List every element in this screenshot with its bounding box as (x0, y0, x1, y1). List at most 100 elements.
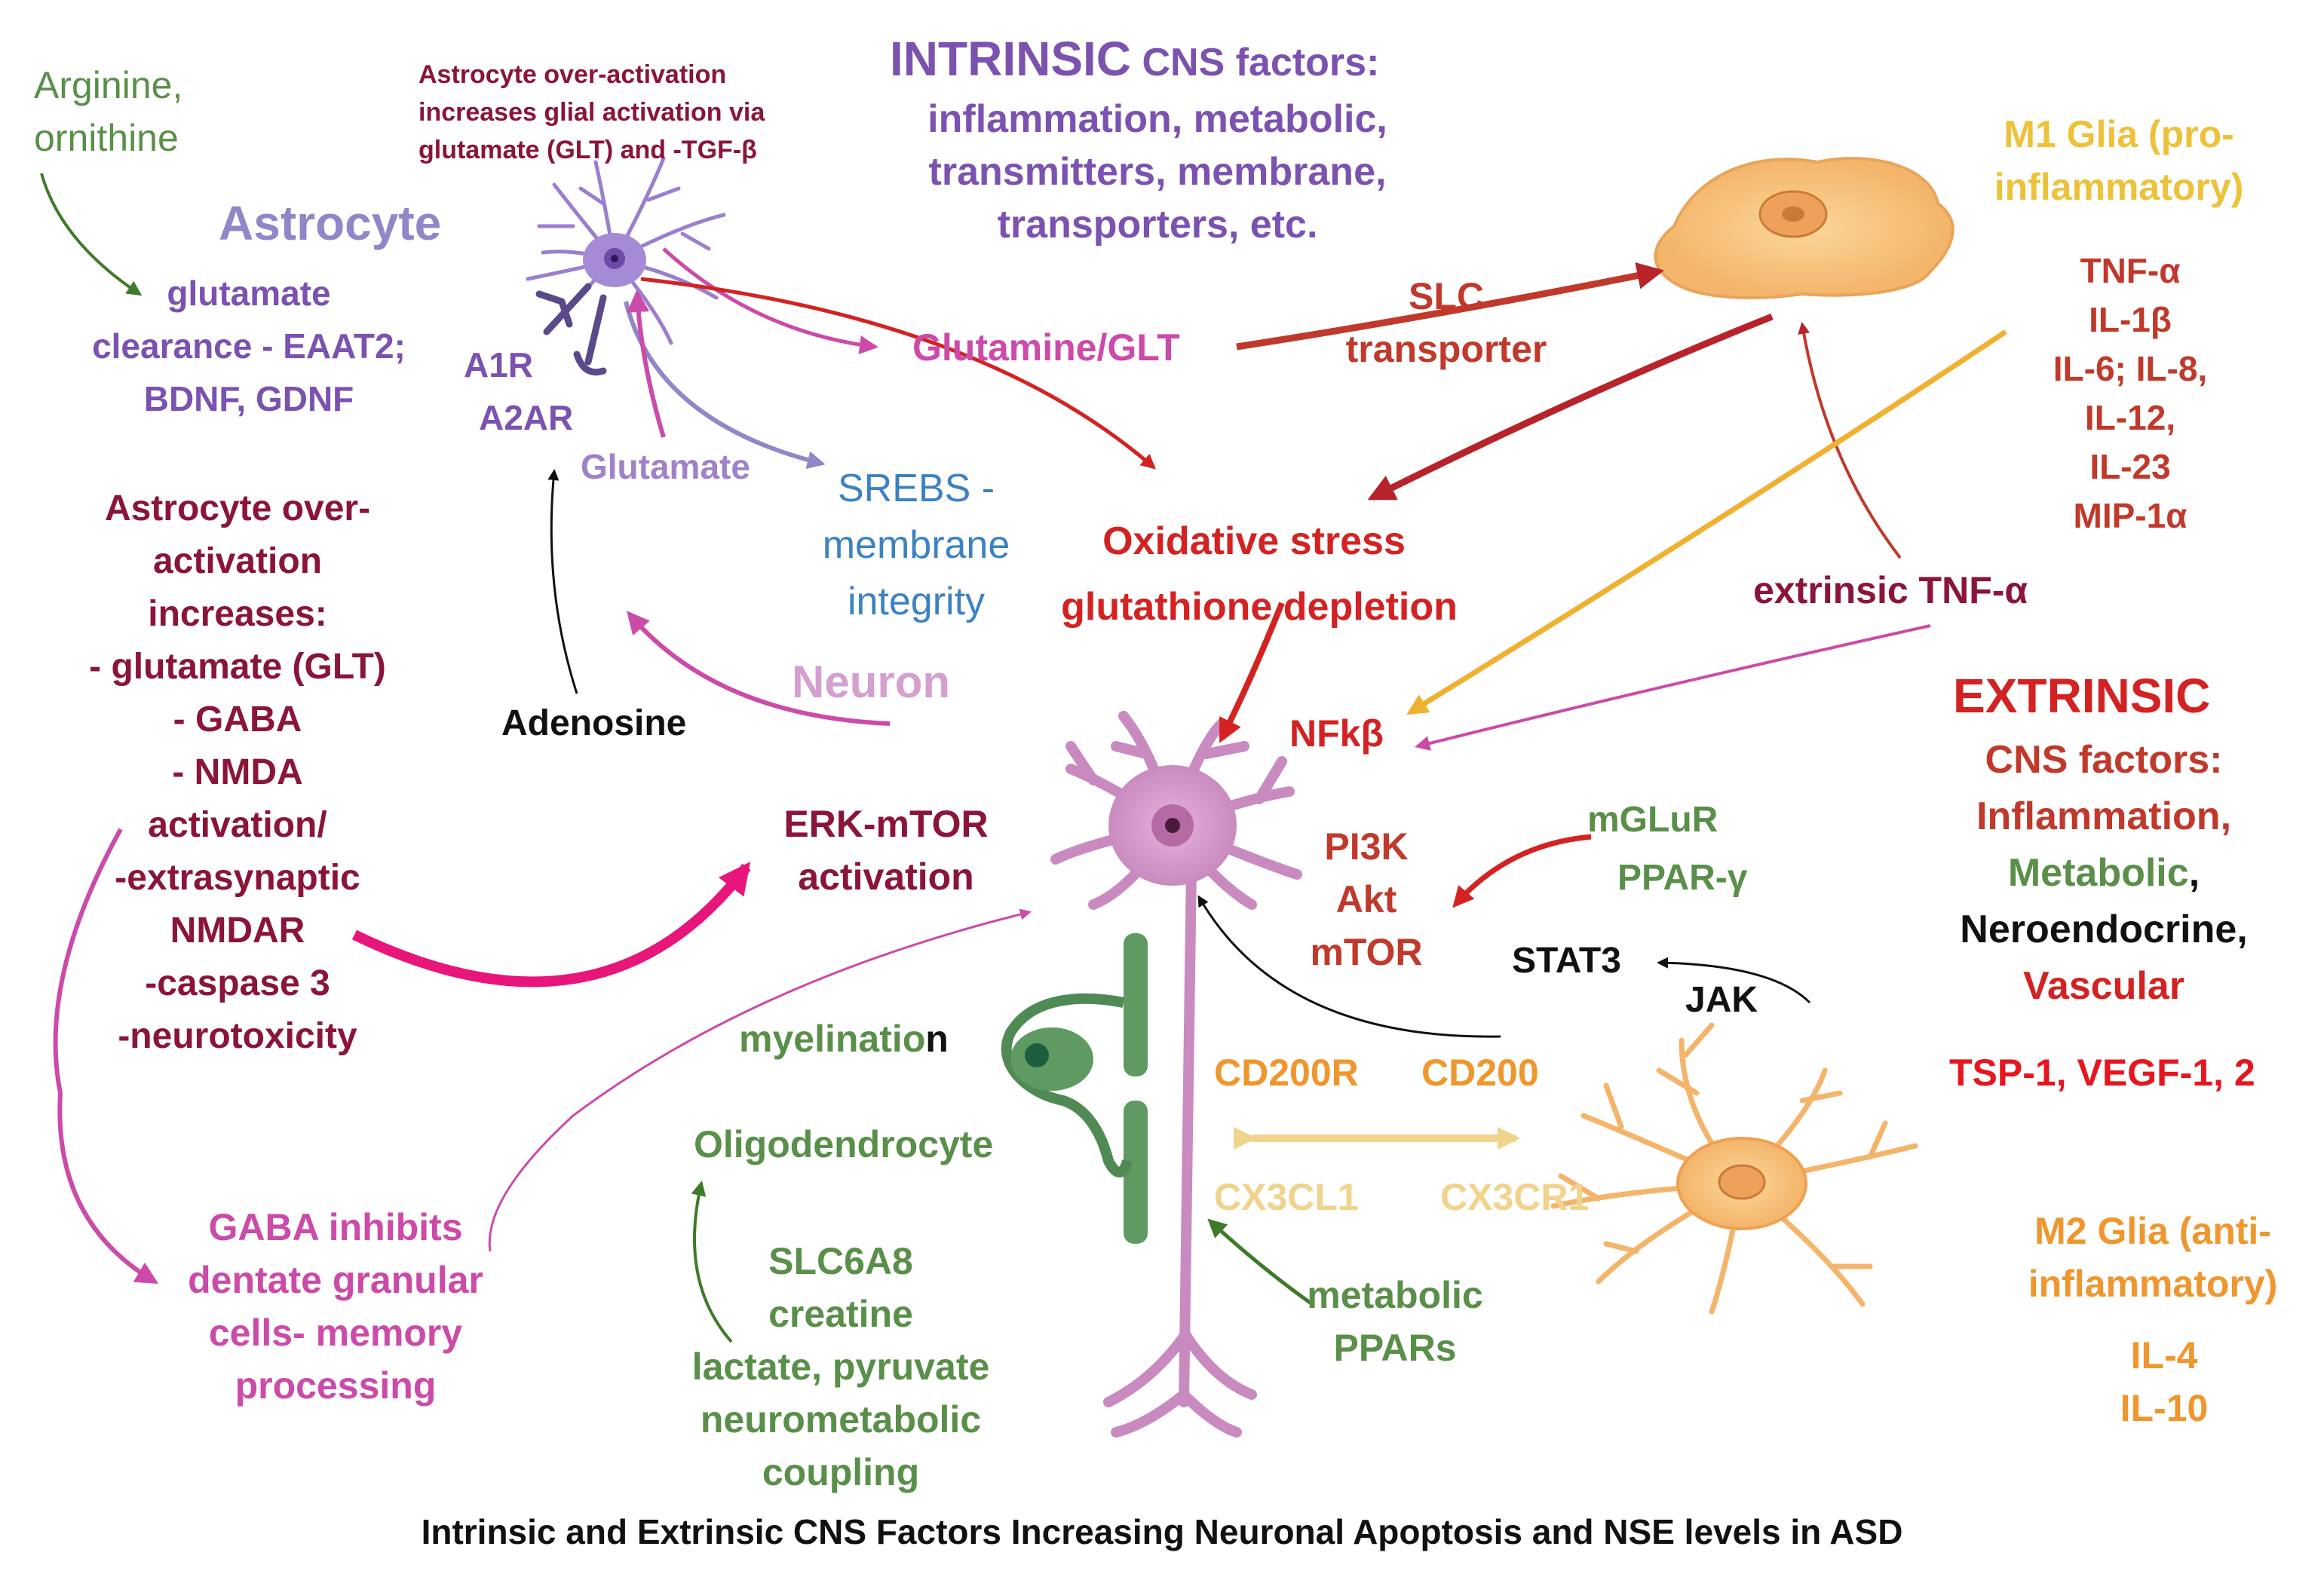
arrow-gaba-to-erk (488, 908, 1032, 1252)
oligodendrocyte-cell-icon (1001, 933, 1148, 1244)
arrow-glutamate-to-srebs (624, 301, 826, 469)
erk-activation-label: activation (798, 856, 973, 898)
m1-cytokine-5: IL-23 (2089, 447, 2170, 486)
stat3-label: STAT3 (1512, 941, 1621, 981)
m1-title-line-1: M1 Glia (pro- (2004, 113, 2234, 155)
clearance-line-1: glutamate (167, 274, 330, 313)
extrinsic-inflammation: Inflammation, (1976, 795, 2231, 838)
akt-label: Akt (1336, 878, 1397, 920)
over-activation-line-10: -caspase 3 (145, 963, 330, 1003)
cd200r-label: CD200R (1214, 1052, 1359, 1094)
transporter-label: transporter (1346, 328, 1547, 370)
astro-note-line-2: increases glial activation via (419, 98, 765, 127)
arrow-astrocyte-to-glutamine (662, 247, 878, 354)
extrinsic-vascular: Vascular (2023, 964, 2184, 1008)
metabolic-label: metabolic (1307, 1274, 1482, 1316)
arrow-jak-to-stat3 (1657, 957, 1811, 1004)
arrow-m1-to-oxidative (1367, 313, 1774, 501)
m2-microglia-cell-icon (1550, 1022, 1918, 1315)
neuron-cell-icon (1050, 711, 1302, 1438)
m1-title-line-2: inflammatory) (1994, 166, 2244, 208)
a2ar-label: A2AR (479, 398, 573, 437)
m2-cytokine-2: IL-10 (2120, 1387, 2209, 1429)
srebs-line-1: SREBS - (838, 467, 995, 510)
over-activation-line-5: - GABA (173, 700, 302, 740)
glutathione-label: glutathione depletion (1061, 585, 1458, 629)
arrow-ppars-to-neuron (1207, 1218, 1314, 1306)
astrocyte-cell-icon (526, 156, 726, 345)
arrow-adenosine-to-astrocyte (547, 469, 578, 694)
over-activation-line-1: Astrocyte over- (105, 488, 370, 528)
gaba-line-4: processing (235, 1364, 437, 1407)
extrinsic-title: EXTRINSIC (1953, 669, 2210, 723)
arrow-slc6a8-to-oligodendrocyte (691, 1180, 733, 1343)
clearance-line-2: clearance - EAAT2; (92, 326, 406, 366)
cx3cr1-label: CX3CR1 (1440, 1176, 1589, 1218)
a1r-receptor-icon (535, 283, 592, 335)
oxidative-stress-label: Oxidative stress (1102, 519, 1406, 563)
ppars-label: PPARs (1333, 1327, 1456, 1369)
m1-cytokine-6: MIP-1α (2074, 496, 2188, 535)
m1-microglia-cell-icon (1654, 157, 1955, 299)
ornithine-label: ornithine (34, 117, 179, 159)
nfkb-label: NFkβ (1289, 712, 1384, 755)
over-activation-line-4: - glutamate (GLT) (89, 647, 386, 687)
astro-note-line-3: glutamate (GLT) and -TGF-β (419, 136, 757, 164)
mtor-label: mTOR (1310, 931, 1422, 973)
intrinsic-line-1: inflammation, metabolic, (927, 97, 1387, 141)
m1-cytokine-2: IL-1β (2089, 300, 2172, 339)
extrinsic-sub: CNS factors: (1985, 738, 2223, 782)
oligodendrocyte-label: Oligodendrocyte (694, 1123, 993, 1165)
tsp-vegf-label: TSP-1, VEGF-1, 2 (1949, 1052, 2255, 1094)
over-activation-line-6: - NMDA (172, 752, 302, 792)
extrinsic-tnf-label: extrinsic TNF-α (1753, 569, 2028, 611)
cx3cl1-label: CX3CL1 (1214, 1176, 1359, 1218)
mglur-label: mGLuR (1587, 800, 1718, 840)
arrow-mglur-to-pi3k (1452, 834, 1592, 908)
myelination-label: myelination (739, 1018, 949, 1060)
astrocyte-title: Astrocyte (219, 196, 441, 250)
arrow-stat3-to-neuron (1197, 895, 1501, 1038)
over-activation-line-3: increases: (148, 594, 327, 634)
adenosine-label: Adenosine (501, 703, 686, 743)
over-activation-line-11: -neurotoxicity (118, 1016, 357, 1056)
over-activation-line-2: activation (153, 541, 322, 581)
srebs-line-2: membrane (823, 523, 1010, 567)
a1r-label: A1R (464, 345, 533, 384)
m2-title-line-2: inflammatory) (2028, 1263, 2278, 1305)
arrow-astrocyte-to-oxidative (640, 277, 1157, 470)
srebs-line-3: integrity (848, 580, 985, 623)
gaba-line-3: cells- memory (209, 1312, 462, 1354)
arrow-over-activation-to-erk (351, 862, 751, 988)
intrinsic-line-3: transporters, etc. (998, 203, 1318, 247)
m1-cytokine-1: TNF-α (2080, 251, 2180, 290)
pi3k-label: PI3K (1324, 825, 1408, 868)
astro-note-line-1: Astrocyte over-activation (419, 60, 726, 89)
a2ar-receptor-icon (573, 294, 607, 376)
gaba-line-1: GABA inhibits (208, 1206, 462, 1248)
erk-mtor-label: ERK-mTOR (783, 803, 988, 845)
over-activation-line-8: -extrasynaptic (115, 858, 360, 898)
m1-cytokine-4: IL-12, (2085, 398, 2175, 437)
clearance-line-3: BDNF, GDNF (144, 379, 354, 418)
arrow-tnf-to-m1 (1798, 321, 1902, 559)
neuron-label: Neuron (792, 657, 950, 707)
m2-cytokine-1: IL-4 (2131, 1334, 2198, 1376)
slc6a8-label: SLC6A8 (768, 1240, 913, 1282)
gaba-line-2: dentate granular (188, 1259, 483, 1301)
arginine-label: Arginine, (34, 64, 182, 106)
ppar-gamma-label: PPAR-γ (1617, 858, 1748, 898)
intrinsic-title: INTRINSIC CNS factors: (890, 32, 1379, 86)
over-activation-line-7: activation/ (148, 805, 327, 845)
extrinsic-metabolic: Metabolic, (2008, 851, 2200, 895)
arrow-tnf-to-nfkb (1415, 624, 1931, 751)
over-activation-line-9: NMDAR (170, 911, 305, 951)
cd200-label: CD200 (1421, 1052, 1539, 1094)
jak-label: JAK (1685, 980, 1758, 1020)
arrow-glutamine-to-m1 (1236, 262, 1665, 351)
extrinsic-neuroendocrine: Neroendocrine, (1960, 908, 2247, 951)
figure-caption: Intrinsic and Extrinsic CNS Factors Incr… (422, 1512, 1903, 1551)
glutamate-label: Glutamate (581, 447, 750, 486)
